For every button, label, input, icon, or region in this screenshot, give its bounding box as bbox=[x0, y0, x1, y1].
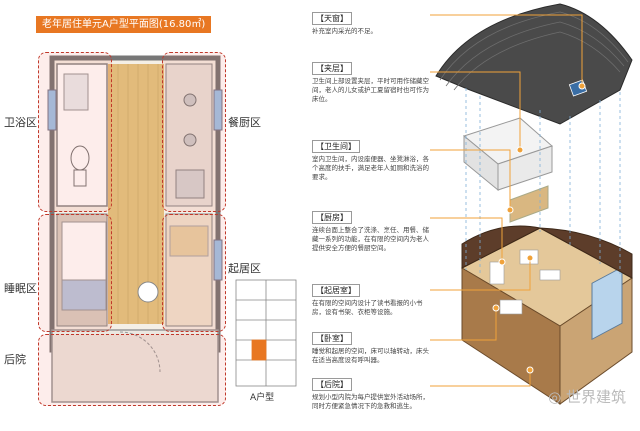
callout-title: 【卧室】 bbox=[312, 332, 352, 345]
zone-label-yard: 后院 bbox=[4, 353, 26, 366]
wechat-icon: ◎ bbox=[548, 388, 566, 406]
callout-text: 卫生间上部设置夹层，平时可用作储藏空间，老人的儿女或护工夏留宿时也可作为床位。 bbox=[312, 77, 429, 103]
callout-title: 【后院】 bbox=[312, 378, 352, 391]
zone-box-sleep bbox=[38, 214, 112, 332]
plan-area: (16.80㎡) bbox=[158, 19, 206, 30]
plan-title: 老年居住单元A户型平面图 bbox=[42, 19, 159, 30]
zone-box-yard bbox=[38, 334, 226, 406]
callout-title: 【夹层】 bbox=[312, 62, 352, 75]
bed bbox=[61, 221, 107, 281]
callout-mezzanine: 【夹层】 卫生间上部设置夹层，平时可用作储藏空间，老人的儿女或护工夏留宿时也可作… bbox=[312, 56, 430, 104]
callout-title: 【起居室】 bbox=[312, 284, 360, 297]
callout-text: 补充室内采光的不足。 bbox=[312, 27, 377, 35]
sink bbox=[63, 73, 89, 111]
callout-bedroom: 【卧室】 睡觉和起居的空间，床可以轴转动，床头在适当高度设有呼叫器。 bbox=[312, 326, 430, 365]
watermark-text: 世界建筑 bbox=[565, 388, 626, 406]
house-illustration bbox=[460, 225, 633, 405]
projection-beams bbox=[465, 88, 621, 276]
zone-box-dining bbox=[162, 52, 226, 212]
callout-title: 【卫生间】 bbox=[312, 140, 360, 153]
zone-box-bath bbox=[38, 52, 112, 212]
corridor-floor bbox=[108, 64, 164, 324]
zone-label-bath: 卫浴区 bbox=[4, 116, 37, 129]
thumbnail-label: A户型 bbox=[250, 393, 275, 403]
leader-lines bbox=[430, 14, 583, 387]
back-yard bbox=[51, 329, 219, 403]
thumbnail-plan bbox=[235, 279, 297, 387]
callout-living: 【起居室】 在有限的空间内设计了读书看报的小书房，设有书架、衣柜等设施。 bbox=[312, 278, 430, 317]
zone-box-living bbox=[162, 214, 226, 332]
callout-skylight: 【天窗】 补充室内采光的不足。 bbox=[312, 6, 430, 36]
zone-label-dining: 餐厨区 bbox=[228, 116, 261, 129]
callout-text: 在有限的空间内设计了读书看报的小书房，设有书架、衣柜等设施。 bbox=[312, 299, 423, 316]
callout-text: 规划小型内院为每户提供室外活动场所，同时方便紧急情况下的急救和逃生。 bbox=[312, 393, 429, 410]
mezzanine-illustration bbox=[462, 117, 553, 223]
callout-text: 连续台面上整合了洗涤、烹任、用餐、储藏一系列的功能，在有限的空间内为老人提供安全… bbox=[312, 226, 429, 252]
callout-kitchen: 【厨房】 连续台面上整合了洗涤、烹任、用餐、储藏一系列的功能，在有限的空间内为老… bbox=[312, 205, 430, 253]
callout-title: 【天窗】 bbox=[312, 12, 352, 25]
leader-dots bbox=[492, 82, 586, 374]
wheelchair-turn bbox=[137, 281, 159, 303]
floor-planks bbox=[117, 64, 159, 324]
roof-illustration bbox=[435, 3, 633, 125]
callout-bathroom: 【卫生间】 室内卫生间，内设座便器、坐凳淋浴，各个高度的扶手，满足老年人如厕和洗… bbox=[312, 134, 430, 182]
callout-text: 睡觉和起居的空间，床可以轴转动，床头在适当高度设有呼叫器。 bbox=[312, 347, 429, 364]
watermark: ◎ 世界建筑 bbox=[548, 386, 626, 407]
zone-label-living: 起居区 bbox=[228, 262, 261, 275]
callout-yard: 【后院】 规划小型内院为每户提供室外活动场所，同时方便紧急情况下的急救和逃生。 bbox=[312, 372, 430, 411]
callout-title: 【厨房】 bbox=[312, 211, 352, 224]
plan-title-bar: 老年居住单元A户型平面图(16.80㎡) bbox=[36, 16, 212, 33]
zone-label-sleep: 睡眠区 bbox=[4, 282, 37, 295]
callout-text: 室内卫生间，内设座便器、坐凳淋浴，各个高度的扶手，满足老年人如厕和洗浴的要求。 bbox=[312, 155, 429, 181]
